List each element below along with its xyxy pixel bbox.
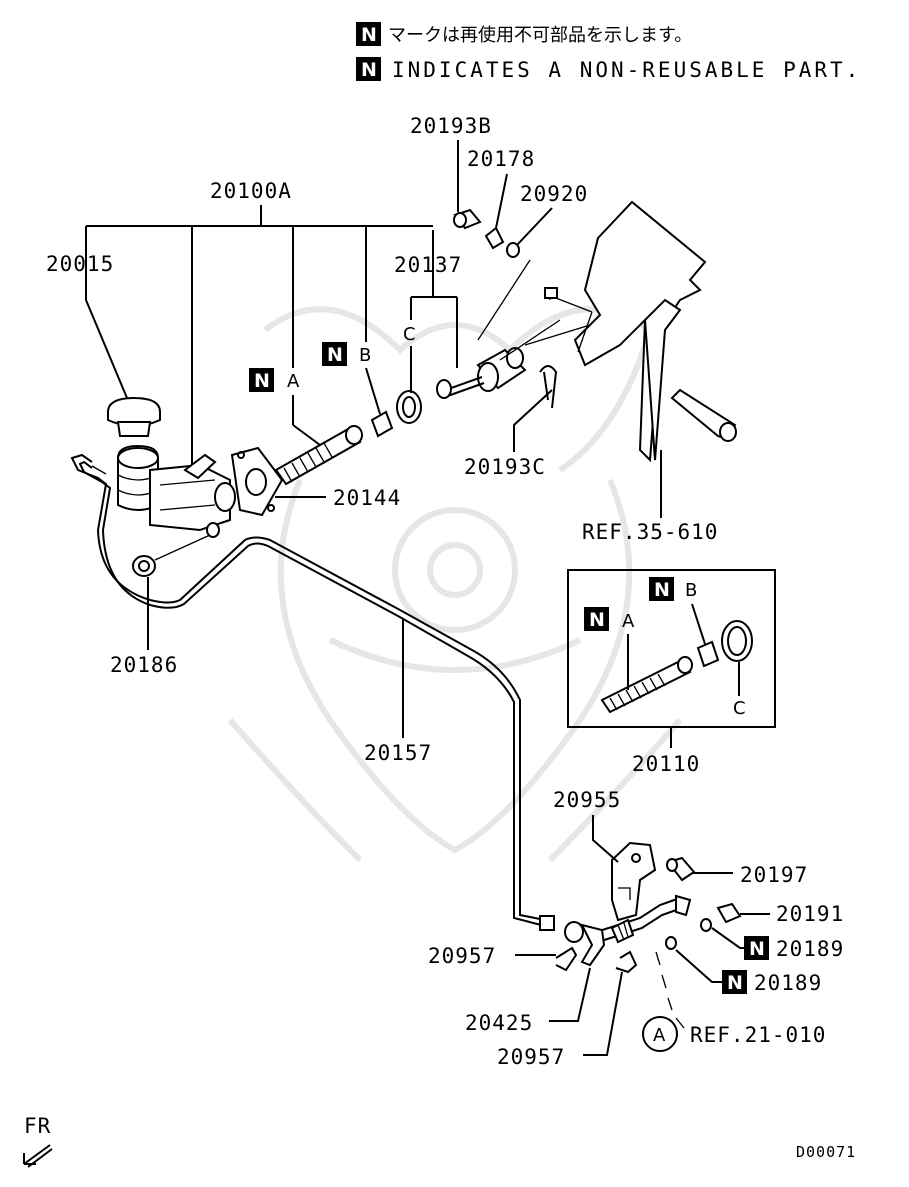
label-20193c: 20193C bbox=[464, 455, 546, 479]
letter-c: C bbox=[403, 324, 416, 345]
pushrod-clevis bbox=[436, 259, 591, 399]
gasket-20144 bbox=[230, 446, 284, 517]
label-20191: 20191 bbox=[776, 902, 844, 926]
svg-text:N: N bbox=[254, 370, 270, 392]
label-20425: 20425 bbox=[465, 1011, 533, 1035]
label-20186: 20186 bbox=[110, 653, 178, 677]
front-arrow-icon bbox=[23, 1144, 53, 1168]
label-20110: 20110 bbox=[632, 752, 700, 776]
letter-b: B bbox=[359, 345, 371, 366]
svg-text:A: A bbox=[653, 1025, 666, 1046]
flexible-hose bbox=[595, 894, 692, 944]
svg-text:N: N bbox=[327, 344, 343, 366]
bolt-20197 bbox=[666, 856, 696, 882]
clutch-pipe-20157 bbox=[70, 453, 555, 931]
ref-21-010-marker: A bbox=[642, 1016, 678, 1052]
master-cylinder-body bbox=[117, 444, 236, 538]
label-ref-35-610: REF.35-610 bbox=[582, 520, 718, 544]
letter-box-a: A bbox=[622, 611, 635, 632]
label-fr: FR bbox=[24, 1114, 51, 1138]
clip-20957b bbox=[615, 950, 638, 974]
piston-spring-a bbox=[274, 425, 363, 486]
union-20425 bbox=[564, 921, 606, 967]
washer-20189b bbox=[665, 936, 677, 950]
bolt-20191 bbox=[716, 902, 742, 924]
label-20137: 20137 bbox=[394, 253, 462, 277]
svg-text:N: N bbox=[361, 59, 377, 81]
clip-20957a bbox=[555, 946, 578, 972]
letter-a: A bbox=[287, 371, 300, 392]
label-20193b: 20193B bbox=[410, 114, 492, 138]
nut-20186 bbox=[132, 555, 156, 577]
bracket-20955 bbox=[611, 841, 657, 922]
letter-box-c: C bbox=[733, 698, 746, 719]
snap-pin-20193c bbox=[539, 365, 558, 409]
watermark-emblem bbox=[227, 306, 683, 863]
label-20100a: 20100A bbox=[210, 179, 292, 203]
svg-text:N: N bbox=[654, 579, 670, 601]
label-ref-21-010: REF.21-010 bbox=[690, 1023, 826, 1047]
label-20178: 20178 bbox=[467, 147, 535, 171]
svg-text:N: N bbox=[727, 972, 743, 994]
bushing-20178 bbox=[484, 226, 505, 250]
label-20957a: 20957 bbox=[428, 944, 496, 968]
kit-boot-ring-c bbox=[721, 620, 753, 662]
label-20189a: 20189 bbox=[776, 937, 844, 961]
washer-20920 bbox=[506, 242, 520, 258]
header-note-en: N INDICATES A NON-REUSABLE PART. bbox=[356, 57, 861, 82]
svg-text:N: N bbox=[749, 938, 765, 960]
header-note-jp: N マークは再使用不可部品を示します。 bbox=[356, 22, 692, 46]
clutch-pedal-assembly bbox=[544, 200, 737, 463]
label-20015: 20015 bbox=[46, 252, 114, 276]
label-20157: 20157 bbox=[364, 741, 432, 765]
label-20197: 20197 bbox=[740, 863, 808, 887]
svg-text:N: N bbox=[589, 609, 605, 631]
label-20920: 20920 bbox=[520, 182, 588, 206]
boot-ring-c bbox=[396, 390, 422, 424]
svg-text:マークは再使用不可部品を示します。: マークは再使用不可部品を示します。 bbox=[388, 25, 692, 46]
kit-snap-ring-b bbox=[696, 640, 720, 668]
washer-20189a bbox=[700, 918, 712, 932]
label-20189b: 20189 bbox=[754, 971, 822, 995]
drawing-code: D00071 bbox=[796, 1143, 856, 1161]
svg-text:N: N bbox=[361, 24, 377, 46]
label-20955: 20955 bbox=[553, 788, 621, 812]
kit-piston-spring-a bbox=[600, 656, 693, 714]
snap-ring-b bbox=[370, 410, 394, 438]
letter-box-b: B bbox=[685, 580, 697, 601]
bolt-20193b bbox=[453, 208, 482, 230]
svg-text:INDICATES A NON-REUSABLE PART.: INDICATES A NON-REUSABLE PART. bbox=[392, 58, 861, 82]
label-20957b: 20957 bbox=[497, 1045, 565, 1069]
label-20144: 20144 bbox=[333, 486, 401, 510]
reservoir-cap-20015 bbox=[107, 396, 161, 437]
